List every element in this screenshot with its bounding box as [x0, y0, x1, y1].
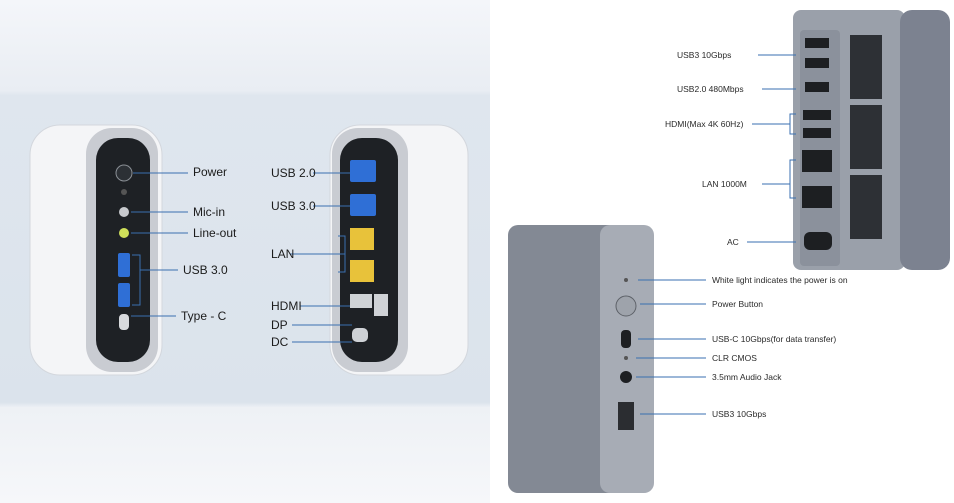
label-type-c: Type - C	[181, 309, 227, 323]
left-product-photo: Power Mic-in Line-out USB 3.0 Type - C U…	[0, 0, 490, 503]
label-hdmi-4k: HDMI(Max 4K 60Hz)	[665, 119, 744, 129]
label-ac: AC	[727, 237, 739, 247]
label-line-out: Line-out	[193, 226, 237, 240]
label-usb20-480: USB2.0 480Mbps	[677, 84, 744, 94]
label-usb3-rear: USB3 10Gbps	[677, 50, 732, 60]
front-leader-lines	[131, 172, 188, 317]
label-power: Power	[193, 165, 228, 179]
front-device	[29, 124, 163, 376]
label-usbc-10g: USB-C 10Gbps(for data transfer)	[712, 334, 837, 344]
rear-gray-device	[793, 10, 950, 270]
label-lan: LAN	[271, 247, 295, 261]
label-mic-in: Mic-in	[193, 205, 225, 219]
label-clr-cmos: CLR CMOS	[712, 353, 757, 363]
label-usb30-rear: USB 3.0	[271, 199, 316, 213]
label-audio-jack: 3.5mm Audio Jack	[712, 372, 782, 382]
label-hdmi: HDMI	[271, 299, 302, 313]
label-usb30-front: USB 3.0	[183, 263, 228, 277]
right-product-photo: USB3 10Gbps USB2.0 480Mbps HDMI(Max 4K 6…	[490, 0, 954, 503]
label-lan-1000m: LAN 1000M	[702, 179, 747, 189]
right-leader-lines	[636, 54, 796, 415]
label-power-light: White light indicates the power is on	[712, 275, 848, 285]
label-power-button: Power Button	[712, 299, 764, 309]
label-usb3-front: USB3 10Gbps	[712, 409, 767, 419]
rear-leader-lines	[290, 172, 352, 343]
right-devices-illustration	[508, 10, 950, 493]
label-dp: DP	[271, 318, 288, 332]
label-usb20-rear: USB 2.0	[271, 166, 316, 180]
rear-device	[329, 124, 469, 376]
label-dc: DC	[271, 335, 289, 349]
front-gray-device	[508, 225, 654, 493]
left-devices-illustration	[29, 124, 469, 376]
